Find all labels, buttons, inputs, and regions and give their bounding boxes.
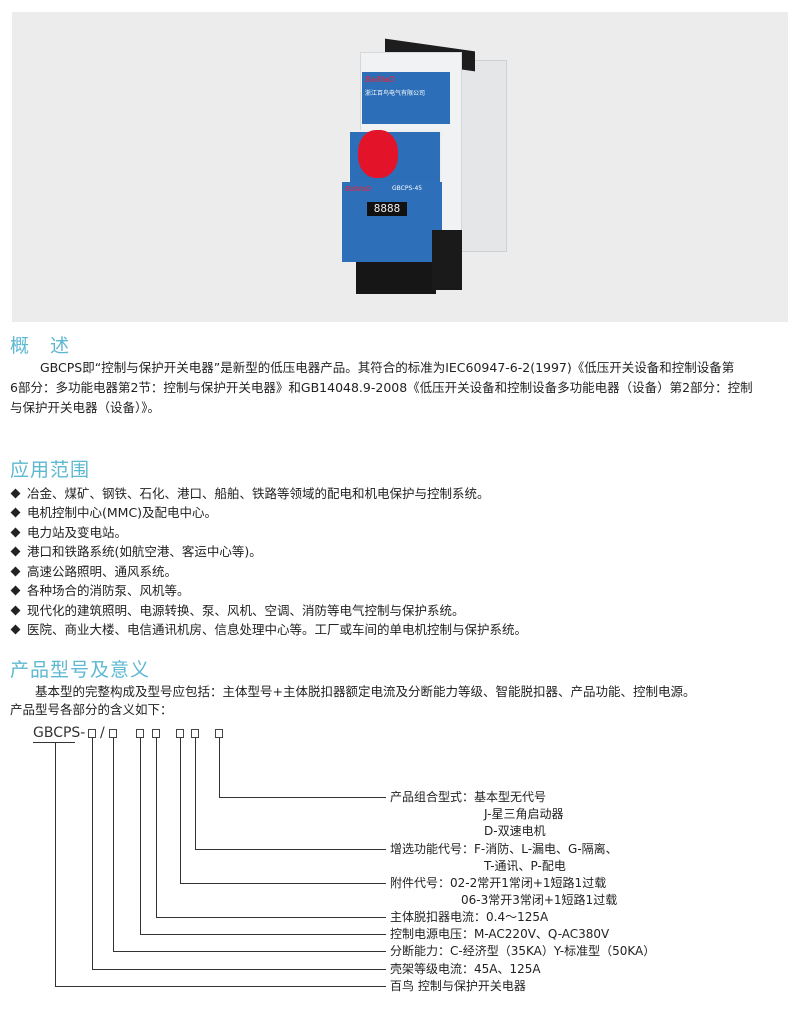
list-item: 冶金、煤矿、钢铁、石化、港口、船舶、铁路等领域的配电和机电保护与控制系统。	[10, 484, 490, 503]
label-combination-d: D-双速电机	[484, 824, 546, 838]
list-item: 电机控制中心(MMC)及配电中心。	[10, 503, 217, 522]
label-trip-current: 主体脱扣器电流：0.4～125A	[390, 910, 549, 924]
code-slash: /	[100, 725, 105, 741]
code-box	[215, 729, 223, 738]
diamond-bullet-icon	[10, 546, 21, 557]
label-product-name: 百鸟 控制与保护开关电器	[390, 979, 526, 993]
code-box	[136, 729, 144, 738]
prefix-underline	[33, 742, 75, 743]
list-item-text: 高速公路照明、通风系统。	[27, 564, 178, 579]
overview-heading: 概 述	[10, 335, 71, 357]
label-breaking-capacity: 分断能力：C-经济型（35KA）Y-标准型（50KA）	[390, 944, 656, 958]
connector-line	[113, 738, 114, 952]
brand-text-2: BaiNaO	[345, 185, 372, 193]
connector-line	[55, 986, 386, 987]
connector-line	[180, 883, 386, 884]
code-prefix: GBCPS-	[33, 725, 86, 741]
connector-line	[55, 742, 56, 987]
label-accessory-2: 06-3常开3常闭+1短路1过载	[461, 893, 618, 907]
list-item-text: 现代化的建筑照明、电源转换、泵、风机、空调、消防等电气控制与保护系统。	[27, 603, 465, 618]
list-item-text: 港口和铁路系统(如航空港、客运中心等)。	[27, 544, 262, 559]
model-intro-1: 基本型的完整构成及型号应包括：主体型号+主体脱扣器额定电流及分断能力等级、智能脱…	[35, 684, 696, 699]
brand-text: BaiNaO	[365, 75, 395, 84]
diamond-bullet-icon	[10, 585, 21, 596]
overview-line-2: 6部分：多功能电器第2节：控制与保护开关电器》和GB14048.9-2008《低…	[10, 380, 753, 395]
model-heading: 产品型号及意义	[10, 659, 151, 681]
list-item: 现代化的建筑照明、电源转换、泵、风机、空调、消防等电气控制与保护系统。	[10, 601, 465, 620]
list-item-text: 医院、商业大楼、电信通讯机房、信息处理中心等。工厂或车间的单电机控制与保护系统。	[27, 622, 528, 637]
list-item-text: 电机控制中心(MMC)及配电中心。	[27, 505, 218, 520]
label-control-voltage: 控制电源电压：M-AC220V、Q-AC380V	[390, 927, 610, 941]
diamond-bullet-icon	[10, 527, 21, 538]
diamond-bullet-icon	[10, 624, 21, 635]
control-panel: BaiNaO GBCPS-45 8888	[342, 182, 442, 262]
code-box	[88, 729, 96, 738]
diamond-bullet-icon	[10, 566, 21, 577]
connector-line	[156, 917, 386, 918]
code-box	[191, 729, 199, 738]
connector-line	[195, 738, 196, 850]
model-text: GBCPS-45	[392, 185, 423, 192]
company-text: 浙江百鸟电气有限公司	[365, 90, 426, 97]
connector-line	[195, 849, 386, 850]
diamond-bullet-icon	[10, 488, 21, 499]
label-combination-j: J-星三角启动器	[484, 807, 564, 821]
code-box	[176, 729, 184, 738]
code-box	[152, 729, 160, 738]
list-item-text: 冶金、煤矿、钢铁、石化、港口、船舶、铁路等领域的配电和机电保护与控制系统。	[27, 486, 490, 501]
diamond-bullet-icon	[10, 605, 21, 616]
brand-label: BaiNaO 浙江百鸟电气有限公司	[362, 72, 450, 124]
overview-line-3: 与保护开关电器（设备）》。	[10, 400, 161, 415]
list-item-text: 各种场合的消防泵、风机等。	[27, 583, 190, 598]
connector-line	[219, 797, 386, 798]
connector-line	[113, 951, 386, 952]
connector-line	[92, 738, 93, 970]
diamond-bullet-icon	[10, 507, 21, 518]
list-item: 港口和铁路系统(如航空港、客运中心等)。	[10, 542, 262, 561]
application-heading: 应用范围	[10, 459, 91, 481]
led-display: 8888	[367, 202, 407, 216]
list-item: 医院、商业大楼、电信通讯机房、信息处理中心等。工厂或车间的单电机控制与保护系统。	[10, 620, 527, 639]
connector-line	[180, 738, 181, 884]
label-frame-current: 壳架等级电流：45A、125A	[390, 962, 541, 976]
connector-line	[140, 934, 386, 935]
model-intro-2: 产品型号各部分的含义如下：	[10, 702, 173, 717]
connector-line	[140, 738, 141, 935]
code-box	[109, 729, 117, 738]
product-photo: BaiNaO 浙江百鸟电气有限公司 BaiNaO GBCPS-45 8888	[12, 12, 788, 322]
device-illustration: BaiNaO 浙江百鸟电气有限公司 BaiNaO GBCPS-45 8888	[320, 30, 520, 300]
label-function-2: T-通讯、P-配电	[484, 859, 566, 873]
connector-line	[219, 738, 220, 798]
connector-line	[156, 738, 157, 918]
list-item: 电力站及变电站。	[10, 523, 127, 542]
label-accessory: 附件代号：02-2常开1常闭+1短路1过载	[390, 876, 607, 890]
overview-line-1: GBCPS即“控制与保护开关电器”是新型的低压电器产品。其符合的标准为IEC60…	[40, 360, 735, 375]
label-combination: 产品组合型式：基本型无代号	[390, 790, 547, 804]
list-item-text: 电力站及变电站。	[27, 525, 128, 540]
rotary-knob	[358, 130, 398, 178]
list-item: 高速公路照明、通风系统。	[10, 562, 177, 581]
label-function: 增选功能代号：F-消防、L-漏电、G-隔离、	[390, 842, 618, 856]
connector-line	[92, 969, 386, 970]
list-item: 各种场合的消防泵、风机等。	[10, 581, 190, 600]
